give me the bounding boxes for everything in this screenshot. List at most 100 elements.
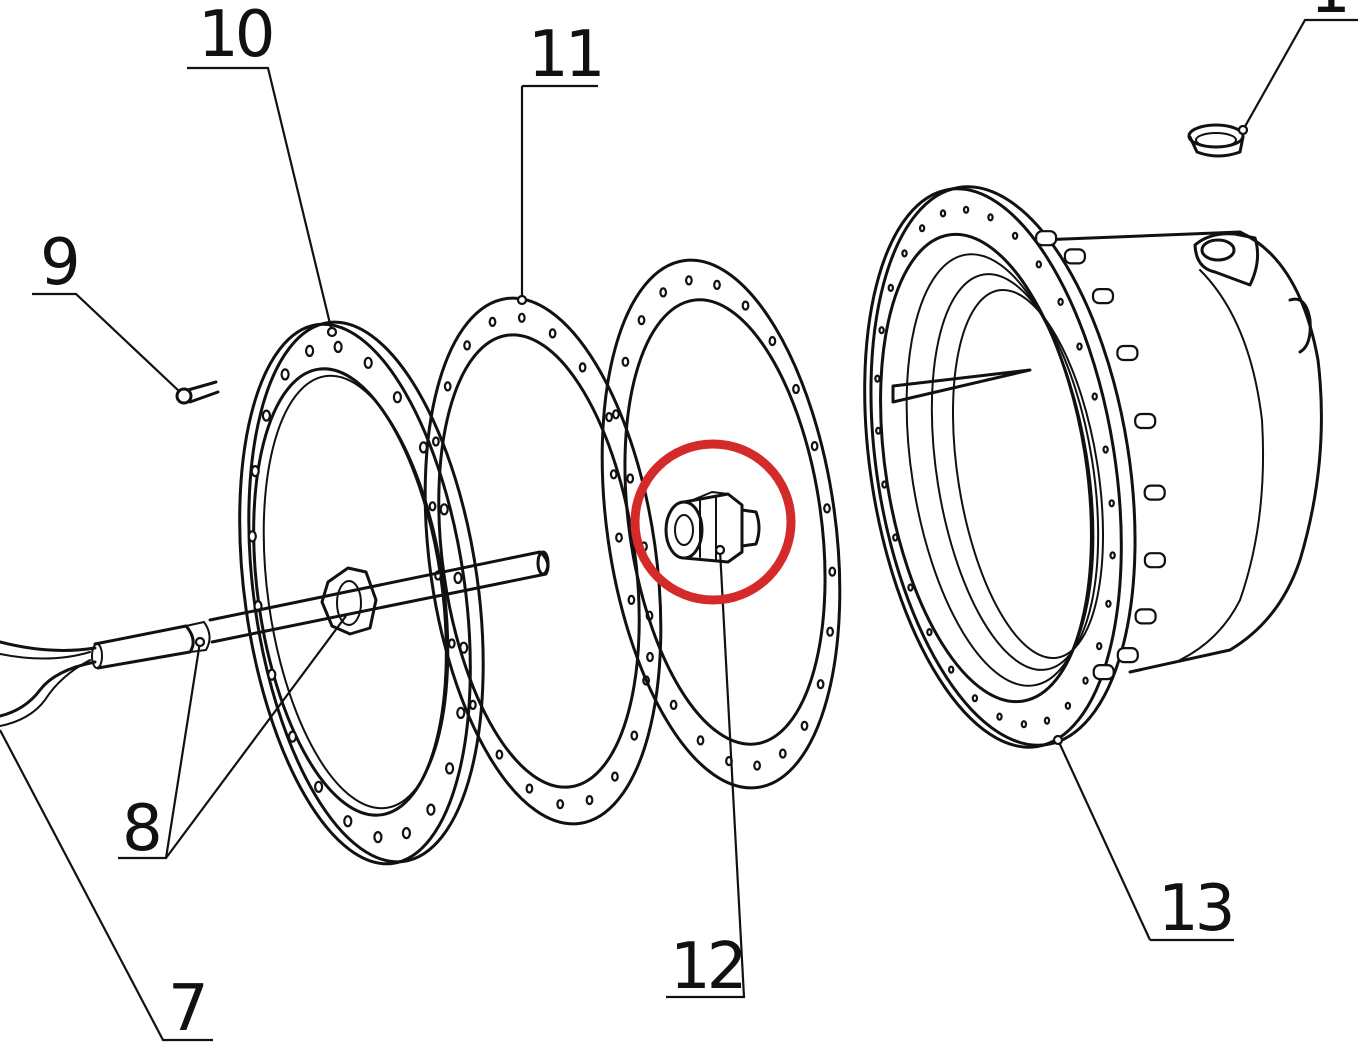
- bolt-hole: [792, 383, 800, 395]
- housing-lug: [1116, 646, 1139, 664]
- bolt-hole: [753, 760, 761, 771]
- bolt-hole: [939, 209, 947, 218]
- leader-dots: [194, 124, 1249, 746]
- bolt-hole: [432, 436, 440, 447]
- bolt-hole: [267, 668, 277, 681]
- part-8-rod-and-nut: [91, 550, 550, 670]
- housing-lug: [1091, 288, 1115, 305]
- bolt-hole: [392, 391, 402, 404]
- leader-lines: [0, 18, 1358, 1042]
- part-9-pin: [175, 380, 220, 405]
- highlight-circle: [630, 439, 796, 605]
- bolt-hole: [363, 356, 373, 369]
- bolt-hole: [646, 651, 654, 663]
- bolt-hole: [768, 336, 777, 347]
- bolt-hole: [445, 762, 455, 775]
- bolt-hole: [1035, 260, 1043, 269]
- bolt-hole: [892, 533, 899, 542]
- bolt-hole: [615, 532, 623, 543]
- bolt-hole: [605, 412, 613, 423]
- bolt-hole: [1082, 676, 1089, 685]
- bolt-hole: [495, 749, 504, 760]
- bolt-hole: [669, 699, 678, 711]
- bolt-hole: [280, 368, 290, 381]
- bolt-hole: [630, 730, 639, 741]
- bolt-hole: [609, 469, 618, 480]
- bolt-hole: [823, 503, 831, 514]
- part-12-bushing: [664, 491, 761, 564]
- part-11-bolt-holes: [428, 312, 654, 810]
- bolt-hole: [463, 340, 472, 351]
- housing-lug: [1092, 663, 1115, 681]
- callout-11: 11: [528, 18, 601, 92]
- bolt-hole: [305, 344, 315, 357]
- cover-plate: [600, 258, 842, 790]
- bolt-hole: [1020, 720, 1028, 729]
- bolt-hole: [287, 730, 298, 743]
- bolt-hole: [626, 473, 635, 484]
- bolt-hole: [469, 699, 477, 711]
- bolt-hole: [1011, 231, 1019, 240]
- bolt-hole: [343, 815, 353, 828]
- bolt-hole: [443, 381, 452, 392]
- callout-10: 10: [198, 0, 272, 72]
- bolt-hole: [778, 748, 787, 759]
- bolt-hole: [741, 300, 750, 311]
- bolt-hole: [250, 465, 260, 478]
- bolt-hole: [874, 374, 881, 383]
- part-13-bolt-holes: [874, 205, 1116, 729]
- bolt-hole: [1105, 599, 1112, 608]
- bolt-hole: [907, 583, 914, 592]
- housing-lug: [1134, 608, 1157, 625]
- bolt-hole: [696, 735, 705, 746]
- bolt-hole: [1091, 392, 1098, 401]
- bolt-hole: [453, 571, 463, 585]
- callout-9: 9: [40, 226, 77, 300]
- housing-lug: [1143, 484, 1166, 501]
- bolt-hole: [611, 771, 619, 782]
- housing-lug: [1143, 552, 1167, 569]
- bolt-hole: [881, 480, 888, 489]
- bolt-hole: [659, 287, 668, 298]
- part-13-housing: [863, 185, 1323, 749]
- bolt-hole: [578, 362, 587, 373]
- callout-8: 8: [122, 792, 159, 866]
- housing-lug: [1063, 248, 1087, 265]
- callout-labels: 10 11 9 8 7 12 13 1: [40, 0, 1351, 1046]
- bolt-hole: [962, 205, 970, 214]
- housing-lug: [1116, 344, 1139, 362]
- bolt-hole: [447, 638, 456, 649]
- bolt-hole: [621, 356, 630, 367]
- part-10-flange: [238, 320, 485, 866]
- bolt-hole: [826, 626, 834, 637]
- bolt-hole: [875, 426, 882, 435]
- bolt-hole: [1057, 297, 1064, 306]
- bolt-hole: [525, 783, 534, 794]
- bolt-hole: [828, 566, 837, 577]
- bolt-hole: [800, 720, 809, 731]
- bolt-hole: [426, 803, 436, 816]
- callout-1: 1: [1310, 0, 1347, 28]
- bolt-hole: [456, 706, 466, 720]
- bolt-hole: [373, 830, 383, 844]
- callout-13: 13: [1158, 872, 1231, 946]
- part-10-bolt-holes: [247, 340, 469, 844]
- part-7-cable: [0, 640, 97, 727]
- bolt-hole: [948, 665, 955, 674]
- part-13-lugs: [1034, 230, 1167, 681]
- bolt-hole: [987, 213, 994, 222]
- bolt-hole: [685, 275, 693, 286]
- bolt-hole: [247, 530, 257, 543]
- housing-lug: [1034, 230, 1058, 247]
- bolt-hole: [901, 249, 908, 258]
- bolt-hole: [1076, 342, 1083, 351]
- bolt-hole: [439, 503, 449, 516]
- bolt-hole: [556, 799, 565, 810]
- bolt-hole: [971, 694, 979, 703]
- bolt-hole: [996, 712, 1003, 721]
- callout-7: 7: [168, 972, 205, 1046]
- bolt-hole: [918, 224, 926, 233]
- bolt-hole: [261, 409, 271, 422]
- bolt-hole: [488, 316, 497, 327]
- bolt-hole: [401, 826, 411, 840]
